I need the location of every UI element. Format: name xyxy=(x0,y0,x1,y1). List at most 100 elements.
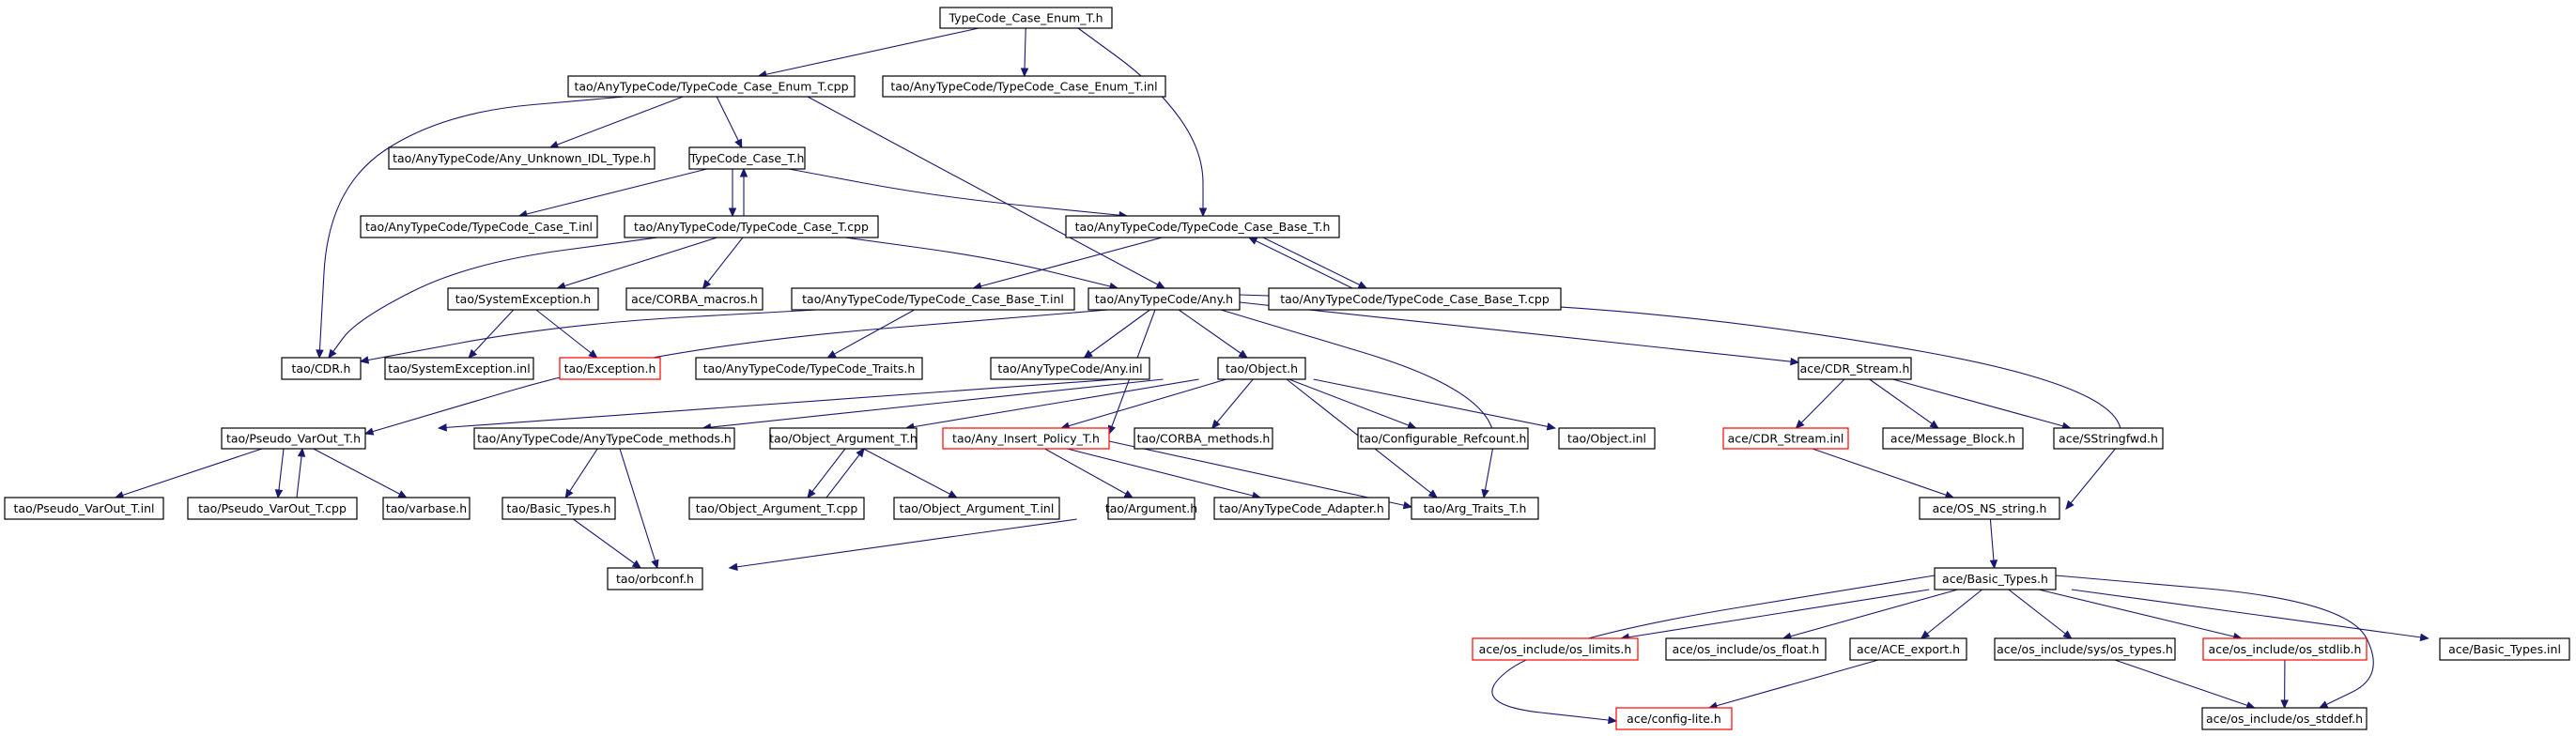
arrowhead-icon xyxy=(1546,422,1557,431)
node-varbase[interactable]: tao/varbase.h xyxy=(382,497,470,520)
node-box xyxy=(607,567,703,590)
node-osLimits[interactable]: ace/os_include/os_limits.h xyxy=(1472,637,1639,661)
node-caseBaseInl[interactable]: tao/AnyTypeCode/TypeCode_Case_Base_T.inl xyxy=(791,287,1075,311)
node-orbconf[interactable]: tao/orbconf.h xyxy=(607,567,703,590)
node-objectInl[interactable]: tao/Object.inl xyxy=(1558,427,1656,450)
node-label: tao/AnyTypeCode/TypeCode_Case_Enum_T.cpp xyxy=(574,80,848,94)
node-exceptionH[interactable]: tao/Exception.h xyxy=(559,357,661,380)
node-objArgInl[interactable]: tao/Object_Argument_T.inl xyxy=(893,497,1060,520)
edge-caseTCpp-to-anyH xyxy=(844,237,1119,291)
node-box xyxy=(695,357,923,380)
node-osStdlib[interactable]: ace/os_include/os_stdlib.h xyxy=(2202,637,2368,661)
edge-line xyxy=(1178,309,1248,359)
node-root: TypeCode_Case_Enum_T.h xyxy=(939,7,1113,29)
edge-sysExcH-to-sysExcInl xyxy=(468,309,515,359)
arrowhead-icon xyxy=(1795,419,1805,429)
node-configLite[interactable]: ace/config-lite.h xyxy=(1615,707,1733,730)
node-pseudoVarOutCpp[interactable]: tao/Pseudo_VarOut_T.cpp xyxy=(187,497,358,520)
arrowhead-icon xyxy=(359,356,370,364)
arrowhead-icon xyxy=(1211,419,1221,429)
node-basicTypesTao[interactable]: tao/Basic_Types.h xyxy=(501,497,616,520)
node-basicTypesAce[interactable]: ace/Basic_Types.h xyxy=(1934,567,2057,590)
arrowhead-icon xyxy=(1608,715,1618,725)
node-anyTcMethods[interactable]: tao/AnyTypeCode/AnyTypeCode_methods.h xyxy=(473,427,735,450)
arrowhead-icon xyxy=(739,167,748,177)
edge-root-to-caseEnumInl xyxy=(1020,27,1029,78)
node-confRefcount[interactable]: tao/Configurable_Refcount.h xyxy=(1357,427,1529,450)
node-box xyxy=(384,357,534,380)
node-osNsString[interactable]: ace/OS_NS_string.h xyxy=(1919,497,2060,520)
node-osFloat[interactable]: ace/os_include/os_float.h xyxy=(1665,637,1827,661)
edge-objectH-to-corbaMethods xyxy=(1211,378,1254,429)
arrowhead-icon xyxy=(316,349,324,360)
node-caseTh[interactable]: TypeCode_Case_T.h xyxy=(688,146,806,170)
node-osStddef[interactable]: ace/os_include/os_stddef.h xyxy=(2201,707,2368,730)
node-label: tao/CDR.h xyxy=(292,361,351,376)
edge-caseBaseInl-to-tcTraits xyxy=(826,309,915,359)
node-msgBlock[interactable]: ace/Message_Block.h xyxy=(1882,427,2024,450)
node-box xyxy=(2439,637,2570,661)
node-objArgCpp[interactable]: tao/Object_Argument_T.cpp xyxy=(688,497,865,520)
node-anyInsertPolicy[interactable]: tao/Any_Insert_Policy_T.h xyxy=(942,427,1110,450)
node-caseTInl[interactable]: tao/AnyTypeCode/TypeCode_Case_T.inl xyxy=(360,215,598,238)
node-sstringfwd[interactable]: ace/SStringfwd.h xyxy=(2053,427,2164,450)
node-argumentH[interactable]: tao/Argument.h xyxy=(1105,497,1197,520)
edge-caseBaseTh-to-caseBaseCpp xyxy=(1262,237,1368,289)
node-sysExcH[interactable]: tao/SystemException.h xyxy=(447,287,599,311)
node-cdrStreamH[interactable]: ace/CDR_Stream.h xyxy=(1797,357,1912,380)
edge-caseTCpp-to-sysExcH xyxy=(556,237,717,290)
edge-basicTypesAce-to-osLimits xyxy=(1620,589,1930,641)
node-argTraits[interactable]: tao/Arg_Traits_T.h xyxy=(1411,497,1539,520)
arrowhead-icon xyxy=(397,490,408,498)
node-cdrStreamInl[interactable]: ace/CDR_Stream.inl xyxy=(1722,427,1849,450)
arrowhead-icon xyxy=(588,349,598,359)
node-box xyxy=(625,287,764,311)
nodes-layer: TypeCode_Case_Enum_T.h tao/AnyTypeCode/Ty… xyxy=(4,7,2570,730)
node-corbaMacros[interactable]: ace/CORBA_macros.h xyxy=(625,287,764,311)
node-osSysTypes[interactable]: ace/os_include/sys/os_types.h xyxy=(1994,637,2176,661)
node-anyUnknown[interactable]: tao/AnyTypeCode/Any_Unknown_IDL_Type.h xyxy=(388,146,656,170)
node-label: tao/Configurable_Refcount.h xyxy=(1360,432,1527,446)
node-caseEnumCpp[interactable]: tao/AnyTypeCode/TypeCode_Case_Enum_T.cpp xyxy=(567,75,856,98)
node-caseBaseTh[interactable]: tao/AnyTypeCode/TypeCode_Case_Base_T.h xyxy=(1065,215,1340,238)
node-objArgH[interactable]: tao/Object_Argument_T.h xyxy=(769,427,918,450)
edge-anyTcMethods-to-orbconf xyxy=(619,448,659,570)
node-box xyxy=(447,287,599,311)
edge-line xyxy=(807,96,1165,289)
node-aceExport[interactable]: ace/ACE_export.h xyxy=(1849,637,1967,661)
node-anyTcAdapter[interactable]: tao/AnyTypeCode_Adapter.h xyxy=(1213,497,1390,520)
edge-objectH-to-objArgH xyxy=(904,378,1199,431)
edge-objectH-to-pseudoVarOutH xyxy=(437,378,1117,432)
edge-basicTypesAce-to-aceExport xyxy=(1920,589,1982,639)
node-pseudoVarOutInl[interactable]: tao/Pseudo_VarOut_T.inl xyxy=(4,497,164,520)
node-box xyxy=(882,75,1166,98)
node-caseBaseCpp[interactable]: tao/AnyTypeCode/TypeCode_Case_Base_T.cpp xyxy=(1268,287,1562,311)
edge-pseudoVarOutCpp-to-pseudoVarOutH xyxy=(296,447,306,498)
node-box xyxy=(624,215,879,238)
node-label: ace/os_include/os_limits.h xyxy=(1479,642,1632,656)
node-caseTCpp[interactable]: tao/AnyTypeCode/TypeCode_Case_T.cpp xyxy=(624,215,879,238)
node-box xyxy=(501,497,616,520)
node-objectH[interactable]: tao/Object.h xyxy=(1217,357,1306,380)
edge-line xyxy=(277,448,285,498)
node-box xyxy=(1722,427,1849,450)
edge-anyH-to-anyInl xyxy=(1083,309,1150,359)
node-box xyxy=(388,146,656,170)
node-label: ace/Basic_Types.inl xyxy=(2448,642,2561,656)
node-anyInl[interactable]: tao/AnyTypeCode/Any.inl xyxy=(990,357,1150,380)
node-tcTraits[interactable]: tao/AnyTypeCode/TypeCode_Traits.h xyxy=(695,357,923,380)
edge-line xyxy=(1248,237,1353,289)
node-basicTypesAceInl[interactable]: ace/Basic_Types.inl xyxy=(2439,637,2570,661)
node-cdrH[interactable]: tao/CDR.h xyxy=(281,357,362,380)
node-corbaMethods[interactable]: tao/CORBA_methods.h xyxy=(1134,427,1273,450)
node-pseudoVarOutH[interactable]: tao/Pseudo_VarOut_T.h xyxy=(221,427,366,450)
node-label: tao/AnyTypeCode/Any_Unknown_IDL_Type.h xyxy=(393,151,651,165)
edge-line xyxy=(318,96,625,359)
node-caseEnumInl[interactable]: tao/AnyTypeCode/TypeCode_Case_Enum_T.inl xyxy=(882,75,1166,98)
edge-line xyxy=(1288,378,1416,429)
node-box xyxy=(1217,357,1306,380)
node-anyH[interactable]: tao/AnyTypeCode/Any.h xyxy=(1087,287,1241,311)
node-sysExcInl[interactable]: tao/SystemException.inl xyxy=(384,357,534,380)
node-box xyxy=(688,497,865,520)
node-label: tao/AnyTypeCode/TypeCode_Case_Base_T.inl xyxy=(802,292,1064,306)
